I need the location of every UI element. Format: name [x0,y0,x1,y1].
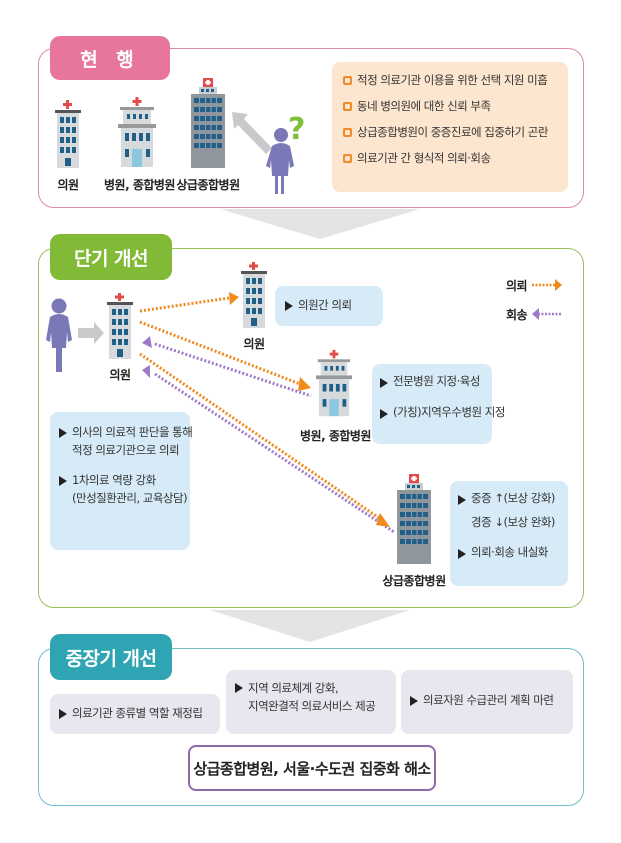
person-question-icon: ? [266,112,305,194]
clinic-building-icon [55,100,81,168]
current-section-tab: 현 행 [50,36,170,80]
bullet-icon [343,102,352,111]
bullet-triangle-icon [410,696,418,706]
hospital-building-icon [118,97,156,167]
bullet-triangle-icon [380,378,388,388]
problem-item: 의료기관 간 형식적 의뢰·회송 [343,150,568,176]
target-tertiary-building-icon [397,474,431,564]
legend-return-arrow-icon [532,308,562,320]
bullet-triangle-icon [235,683,243,693]
transition-arrow-icon [210,610,410,642]
clinic-label: 의원 [57,178,79,192]
target-clinic-label: 의원 [243,337,265,351]
target-tertiary-label: 상급종합병원 [382,574,446,588]
transition-arrow-icon [220,209,420,239]
target-hospital-building-icon [316,349,352,417]
short-term-section-tab: 단기 개선 [50,234,172,280]
bullet-triangle-icon [59,475,67,486]
long-term-goal-box: 상급종합병원, 서울·수도권 집중화 해소 [188,745,436,791]
legend-referral-label: 의뢰 [506,279,528,293]
problem-item: 동네 병의원에 대한 신뢰 부족 [343,98,568,124]
hospital-note: 전문병원 지정·육성 (가칭)지역우수병원 지정 [372,364,505,444]
problem-item: 상급종합병원이 중증진료에 집중하기 곤란 [343,124,568,150]
svg-text:?: ? [288,112,305,147]
long-term-item: 의료기관 종류별 역할 재정립 [50,694,220,734]
hospital-label: 병원, 종합병원 [104,178,175,192]
clinic-referral-note: 의원간 의뢰 [275,286,383,326]
origin-clinic-label: 의원 [109,368,131,382]
bullet-icon [343,76,352,85]
bullet-icon [343,128,352,137]
target-clinic-building-icon [241,262,267,328]
origin-clinic-building-icon [107,293,133,359]
legend-referral-arrow-icon [532,279,562,291]
tertiary-note: 중증 ↑(보상 강화) 경증 ↓(보상 완화) 의뢰·회송 내실화 [450,481,568,586]
tertiary-hospital-building-icon [191,78,225,168]
target-hospital-label: 병원, 종합병원 [300,429,371,443]
arrow-right-icon [78,322,104,344]
long-term-item: 지역 의료체계 강화, 지역완결적 의료서비스 제공 [226,670,396,734]
current-problems-box: 적정 의료기관 이용을 위한 선택 지원 미흡 동네 병의원에 대한 신뢰 부족… [332,62,568,192]
long-term-section-tab: 중장기 개선 [50,634,172,680]
bullet-icon [343,154,352,163]
bullet-triangle-icon [285,301,293,311]
bullet-triangle-icon [380,409,388,419]
long-term-item: 의료자원 수급관리 계획 마련 [401,670,573,734]
legend-return-label: 회송 [506,308,528,322]
person-icon [46,298,72,372]
bullet-triangle-icon [59,428,67,438]
bullet-triangle-icon [458,495,466,505]
tertiary-hospital-label: 상급종합병원 [176,178,240,192]
arrow-to-tertiary-icon [232,112,272,154]
bullet-triangle-icon [59,709,67,719]
primary-care-note: 의사의 의료적 판단을 통해 적정 의료기관으로 의뢰 1차의료 역량 강화 (… [50,412,193,550]
bullet-triangle-icon [458,549,466,559]
problem-item: 적정 의료기관 이용을 위한 선택 지원 미흡 [343,72,568,98]
